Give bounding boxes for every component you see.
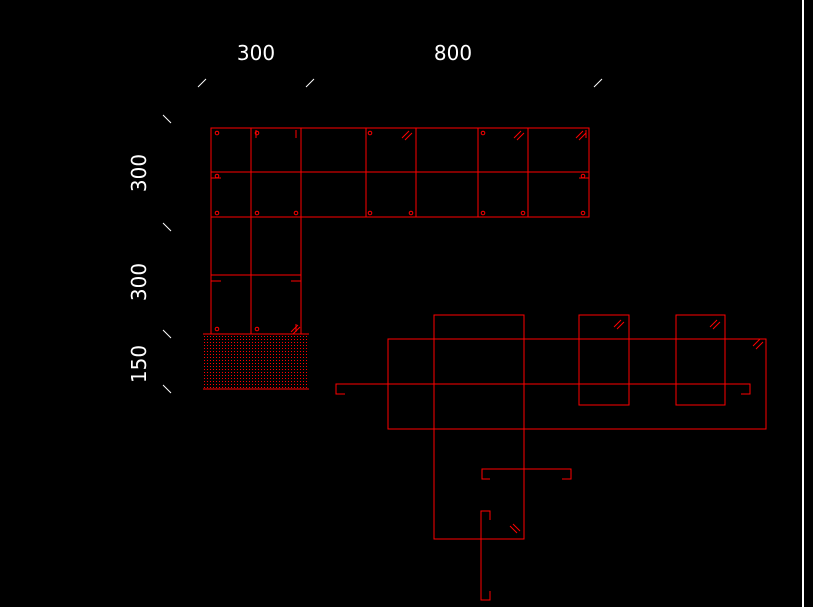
- dimension-top-300: 300: [237, 41, 275, 65]
- dimension-top-800: 800: [434, 41, 472, 65]
- l-shaped-slab-plan: [210, 127, 590, 335]
- dimension-left-300-upper: 300: [127, 154, 151, 192]
- hatched-strip: [203, 334, 309, 389]
- dimension-left-300-middle: 300: [127, 263, 151, 301]
- dimension-ticks: [162, 78, 603, 394]
- dimension-left-150: 150: [127, 345, 151, 383]
- section-detail: [335, 314, 767, 601]
